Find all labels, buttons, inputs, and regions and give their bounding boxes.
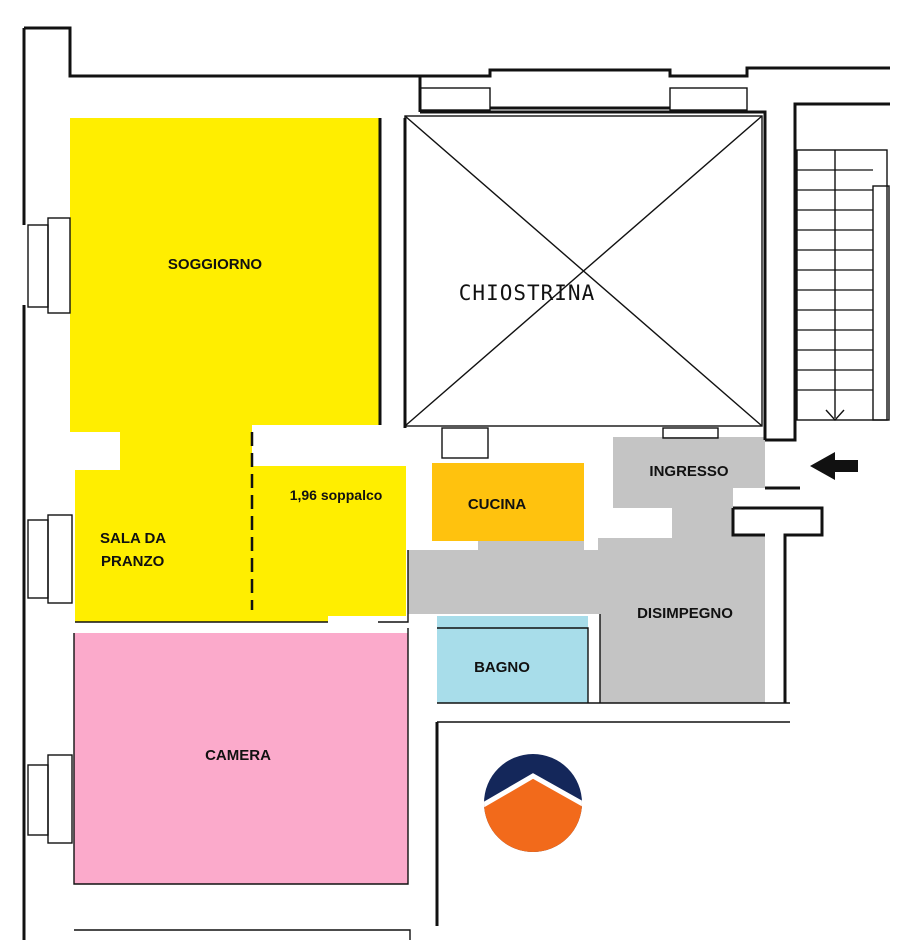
label-chiostrina: CHIOSTRINA xyxy=(459,281,595,305)
agency-logo-icon xyxy=(484,754,582,852)
label-soppalco: 1,96 soppalco xyxy=(290,487,383,503)
room-camera-fill[interactable] xyxy=(74,633,408,884)
label-ingresso: INGRESSO xyxy=(649,463,729,480)
label-cucina: CUCINA xyxy=(468,496,526,513)
room-bagno-fill[interactable] xyxy=(437,616,588,703)
room-disimpegno-fill[interactable] xyxy=(408,437,765,703)
room-soggiorno-fill[interactable] xyxy=(70,118,406,622)
label-sala-da-pranzo-1: SALA DA xyxy=(100,530,166,547)
label-camera: CAMERA xyxy=(205,747,271,764)
room-cucina-fill[interactable] xyxy=(432,463,584,541)
logo-orange-part xyxy=(484,776,582,852)
label-sala-da-pranzo-2: PRANZO xyxy=(101,553,165,570)
label-bagno: BAGNO xyxy=(474,659,530,676)
room-fills xyxy=(70,118,765,884)
label-disimpegno: DISIMPEGNO xyxy=(637,605,733,622)
label-soggiorno: SOGGIORNO xyxy=(168,256,263,273)
staircase xyxy=(796,149,890,422)
chiostrina xyxy=(404,115,763,427)
entrance-arrow-icon xyxy=(810,452,858,480)
